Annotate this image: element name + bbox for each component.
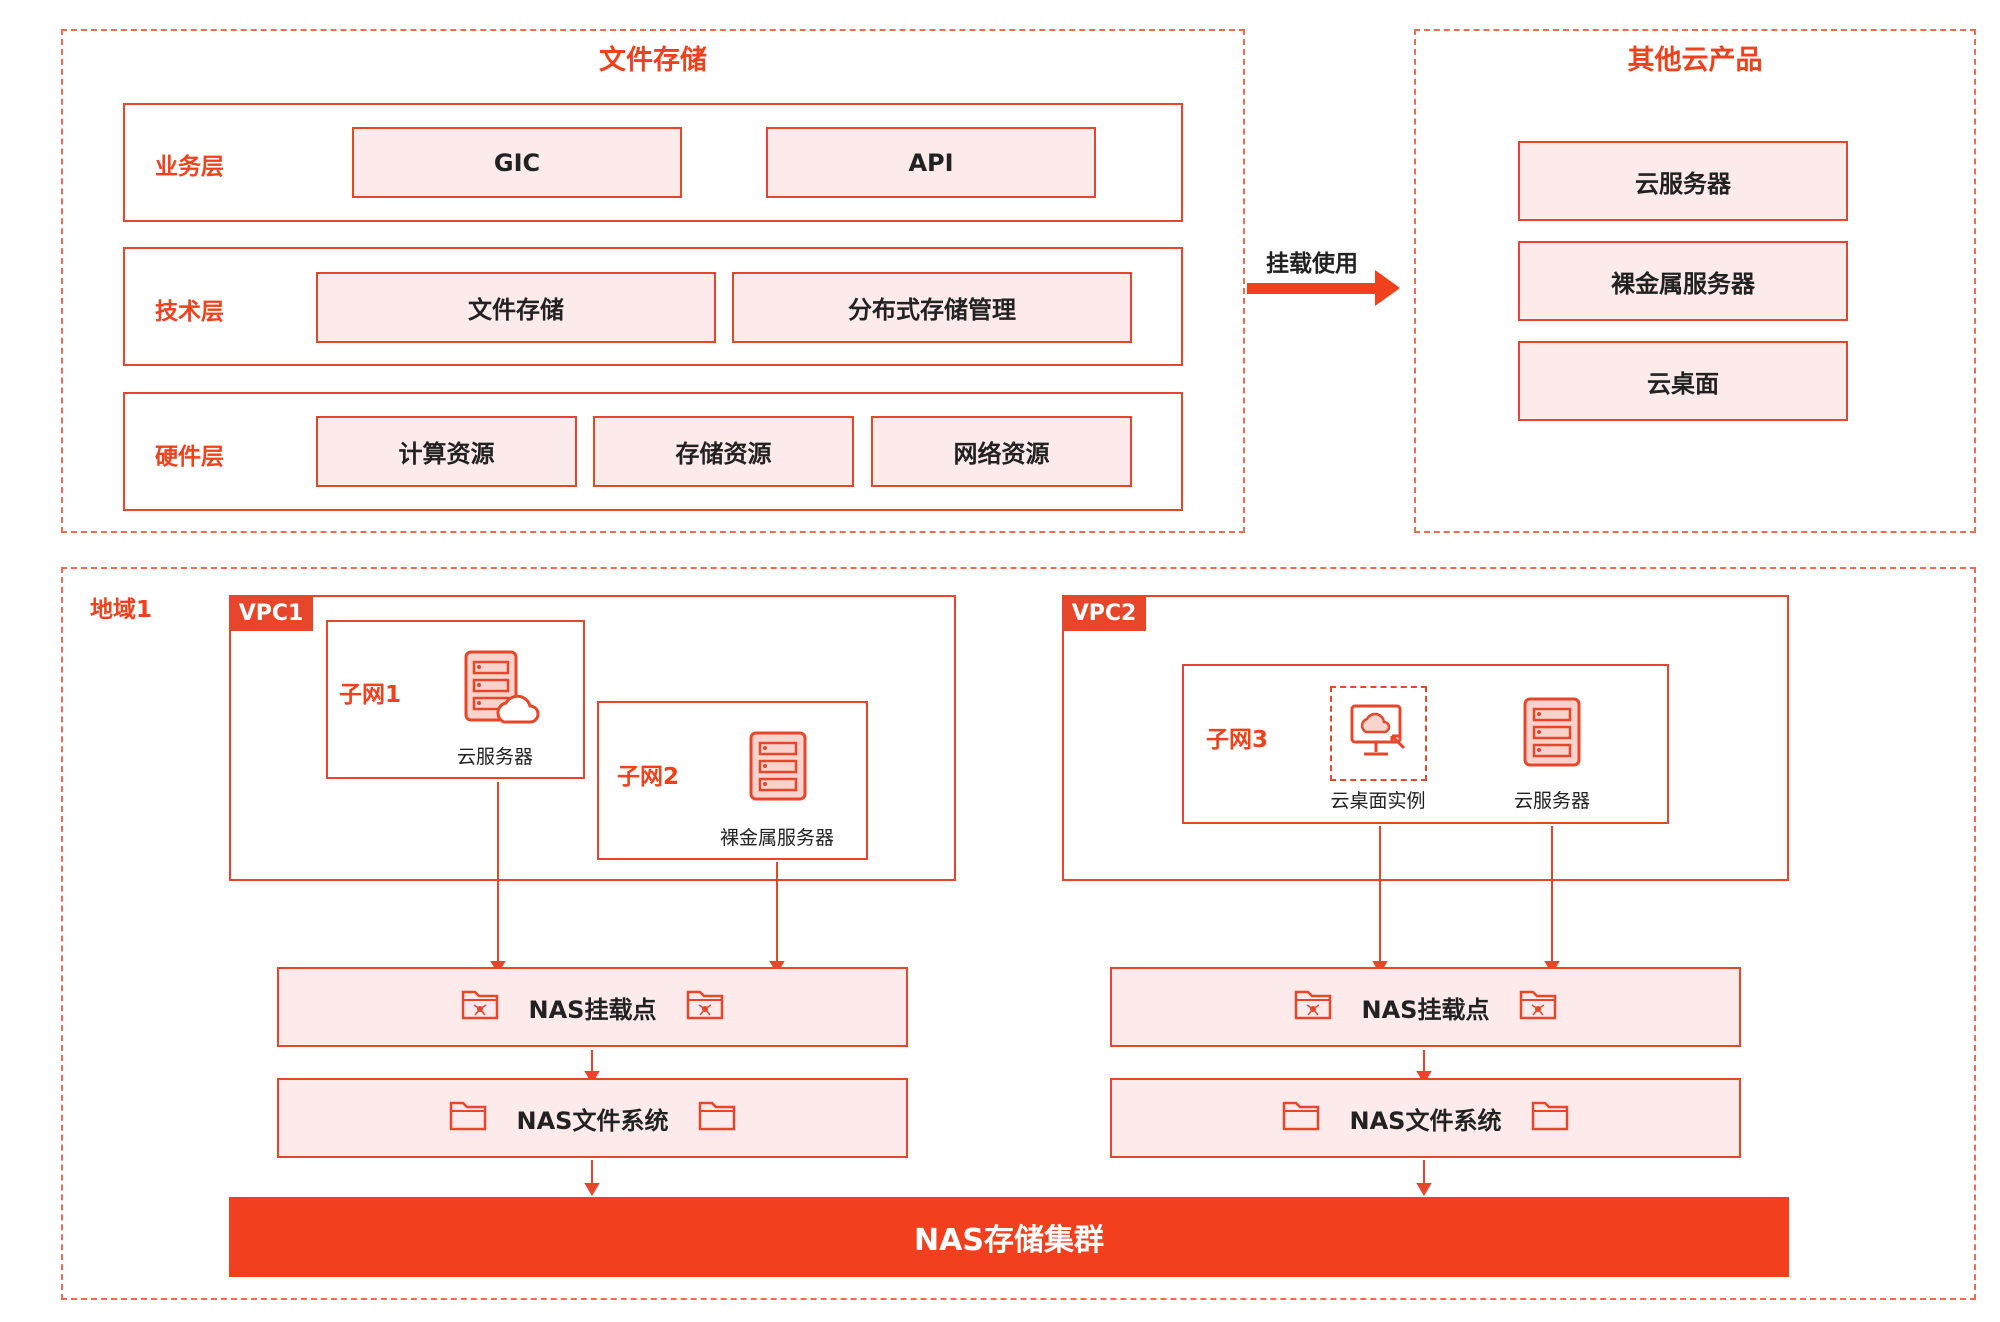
vpc1-mount-label: NAS挂载点	[528, 995, 657, 1024]
subnet3-desktop-caption: 云桌面实例	[1330, 790, 1426, 812]
vpc1-tag: VPC1	[229, 595, 313, 631]
cloud-server-icon	[460, 648, 540, 728]
vpc1-file-system: NAS文件系统	[277, 1078, 908, 1158]
subnet3-server-caption: 云服务器	[1513, 790, 1590, 812]
network-folder-icon	[1294, 988, 1332, 1026]
vpc2-file-system: NAS文件系统	[1110, 1078, 1741, 1158]
vpc1-mount-point: NAS挂载点	[277, 967, 908, 1047]
hardware-layer	[123, 392, 1183, 511]
bare-metal-server-icon	[748, 730, 808, 802]
network-folder-icon	[686, 988, 724, 1026]
file-storage-title: 文件存储	[599, 45, 707, 76]
compute-box: 计算资源	[316, 416, 577, 487]
product-cloud-desktop: 云桌面	[1518, 341, 1848, 421]
file-storage-box: 文件存储	[316, 272, 716, 343]
other-products-title: 其他云产品	[1627, 45, 1763, 76]
subnet2-label: 子网2	[617, 764, 680, 790]
subnet2-caption: 裸金属服务器	[719, 827, 834, 849]
business-layer	[123, 103, 1183, 222]
network-folder-icon	[461, 988, 499, 1026]
subnet3-box	[1182, 664, 1669, 824]
vpc2-box	[1062, 595, 1789, 881]
vpc1-box	[229, 595, 956, 881]
subnet1-box	[326, 620, 585, 779]
subnet1-label: 子网1	[339, 682, 402, 708]
network-folder-icon	[1519, 988, 1557, 1026]
vpc2-cloud-server-icon	[1522, 696, 1582, 768]
distributed-storage-box: 分布式存储管理	[732, 272, 1132, 343]
hardware-layer-label: 硬件层	[155, 444, 224, 470]
mount-arrow	[1247, 270, 1400, 306]
cloud-desktop-instance-frame	[1330, 686, 1427, 781]
network-box: 网络资源	[871, 416, 1132, 487]
vpc2-mount-point: NAS挂载点	[1110, 967, 1741, 1047]
file-storage-panel	[61, 29, 1245, 533]
technical-layer	[123, 247, 1183, 366]
folder-icon	[1282, 1099, 1320, 1137]
cloud-desktop-icon	[1348, 700, 1410, 762]
vpc2-mount-label: NAS挂载点	[1361, 995, 1490, 1024]
vpc1-fs-label: NAS文件系统	[516, 1106, 669, 1135]
vpc2-fs-label: NAS文件系统	[1349, 1106, 1502, 1135]
folder-icon	[1531, 1099, 1569, 1137]
folder-icon	[698, 1099, 736, 1137]
subnet1-caption: 云服务器	[456, 746, 533, 768]
other-products-panel	[1414, 29, 1976, 533]
mount-label: 挂载使用	[1266, 251, 1358, 277]
gic-box: GIC	[352, 127, 682, 198]
nas-storage-cluster: NAS存储集群	[229, 1197, 1789, 1277]
business-layer-label: 业务层	[155, 154, 224, 180]
region-panel	[61, 567, 1976, 1300]
folder-icon	[449, 1099, 487, 1137]
region-label: 地域1	[90, 597, 153, 623]
vpc2-tag: VPC2	[1062, 595, 1146, 631]
subnet2-box	[597, 701, 868, 860]
product-bare-metal: 裸金属服务器	[1518, 241, 1848, 321]
product-cloud-server: 云服务器	[1518, 141, 1848, 221]
subnet3-label: 子网3	[1206, 727, 1269, 753]
storage-resource-box: 存储资源	[593, 416, 854, 487]
api-box: API	[766, 127, 1096, 198]
technical-layer-label: 技术层	[155, 299, 224, 325]
